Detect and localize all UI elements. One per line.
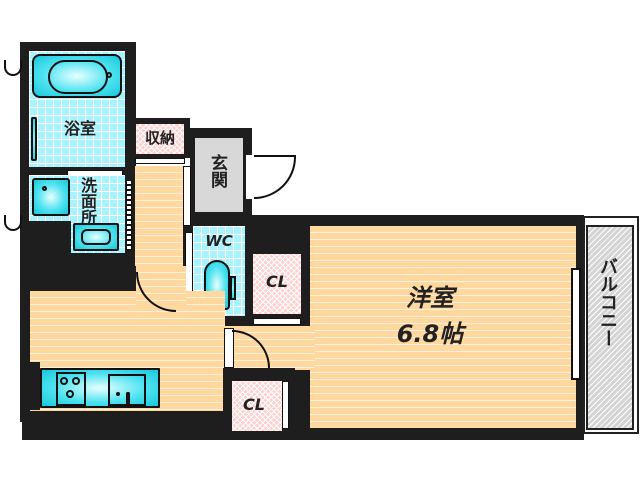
bath-window[interactable] — [4, 60, 22, 76]
closet-1-label: CL — [266, 272, 288, 291]
closet-1-door[interactable] — [253, 318, 301, 325]
entrance: 玄関 — [195, 138, 243, 212]
closet-2: CL — [232, 381, 282, 431]
toilet-label: WC — [205, 232, 233, 250]
bath-door-icon[interactable] — [31, 117, 37, 161]
western-room: 洋室 6.8帖 — [310, 226, 576, 428]
entrance-door-opening[interactable] — [246, 155, 254, 199]
storage-label: 収納 — [144, 129, 175, 147]
bathroom: 浴室 — [29, 51, 125, 167]
bathroom-label: 浴室 — [63, 119, 96, 138]
closet-1: CL — [253, 254, 301, 314]
washroom: 洗面所 — [29, 175, 125, 253]
bathtub-icon — [32, 54, 122, 98]
hallway — [135, 166, 183, 266]
kitchen-sink-icon — [108, 374, 146, 406]
kitchen-left-wall — [30, 362, 40, 410]
washing-machine-icon — [32, 178, 70, 216]
washroom-label: 洗面所 — [78, 177, 97, 225]
storage: 収納 — [136, 124, 184, 154]
western-room-size: 6.8帖 — [396, 320, 464, 348]
closet-2-label: CL — [243, 395, 265, 414]
balcony-window[interactable] — [571, 268, 581, 380]
wash-basin-icon — [73, 223, 119, 251]
balcony-label: バルコニー — [597, 257, 618, 347]
entrance-label: 玄関 — [207, 154, 227, 188]
gas-stove-icon — [56, 372, 86, 406]
hallway-white-strip — [183, 166, 191, 226]
kitchen-counter — [40, 368, 160, 408]
balcony: バルコニー — [586, 225, 634, 430]
closet-2-door[interactable] — [282, 381, 289, 429]
western-room-label: 洋室 — [406, 284, 454, 312]
washroom-window[interactable] — [4, 215, 22, 231]
entrance-door-swing[interactable] — [254, 155, 296, 199]
storage-door[interactable] — [135, 158, 185, 164]
wash-sliding-door[interactable] — [126, 180, 132, 250]
